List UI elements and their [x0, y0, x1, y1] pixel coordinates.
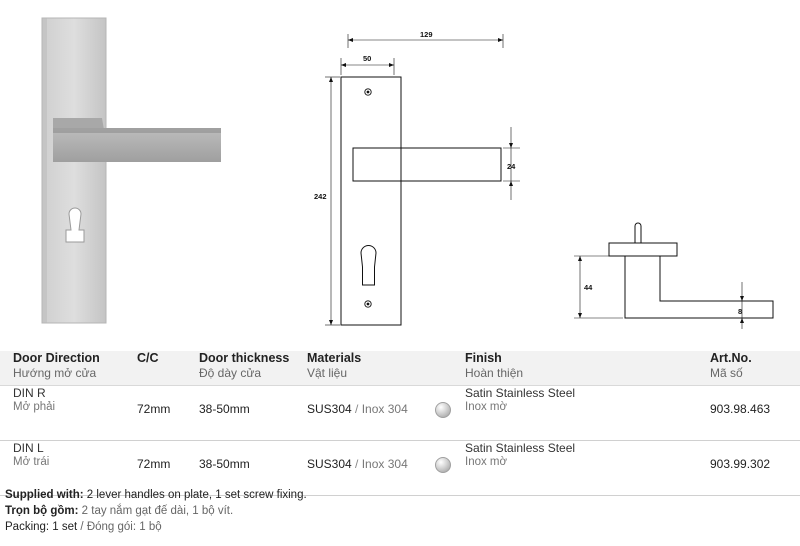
supply-notes: Supplied with: 2 lever handles on plate,… — [5, 487, 307, 535]
keyhole-outline — [360, 245, 377, 286]
side-rose-outline — [608, 242, 678, 257]
dim-projection: 44 — [584, 283, 593, 292]
bottom-screw-icon — [364, 300, 372, 308]
dim-lever-height: 24 — [507, 162, 516, 171]
dim-plate-width: 50 — [363, 54, 371, 63]
cell-swatch — [435, 440, 465, 496]
lever-outline — [352, 147, 502, 182]
side-lever-outline — [624, 256, 774, 319]
tron-bo-gom-line: Trọn bộ gồm: 2 tay nắm gạt đế dài, 1 bộ … — [5, 505, 234, 517]
dim-total-width: 129 — [420, 30, 433, 39]
cell-thickness: 38-50mm — [199, 440, 307, 496]
header-cc: C/C — [137, 351, 199, 386]
cell-material: SUS304 / Inox 304 — [307, 385, 435, 441]
header-swatch — [435, 351, 465, 386]
cell-swatch — [435, 385, 465, 441]
dim-plate-height: 242 — [314, 192, 327, 201]
plate-outline — [340, 76, 402, 326]
header-art-no: Art.No.Mã số — [710, 351, 800, 386]
top-screw-icon — [364, 88, 372, 96]
cell-art-no: 903.98.463 — [710, 385, 800, 441]
supplied-with-line: Supplied with: 2 lever handles on plate,… — [5, 489, 307, 501]
cell-material: SUS304 / Inox 304 — [307, 440, 435, 496]
cell-cc: 72mm — [137, 385, 199, 441]
dim-lever-thickness: 8 — [738, 307, 742, 316]
cell-cc: 72mm — [137, 440, 199, 496]
cell-art-no: 903.99.302 — [710, 440, 800, 496]
finish-swatch-icon — [435, 457, 451, 473]
cell-thickness: 38-50mm — [199, 385, 307, 441]
technical-drawing: 129 50 242 24 44 8 — [314, 30, 774, 329]
finish-swatch-icon — [435, 402, 451, 418]
product-photo — [41, 17, 221, 324]
packing-line: Packing: 1 set / Đóng gói: 1 bộ — [5, 521, 162, 533]
